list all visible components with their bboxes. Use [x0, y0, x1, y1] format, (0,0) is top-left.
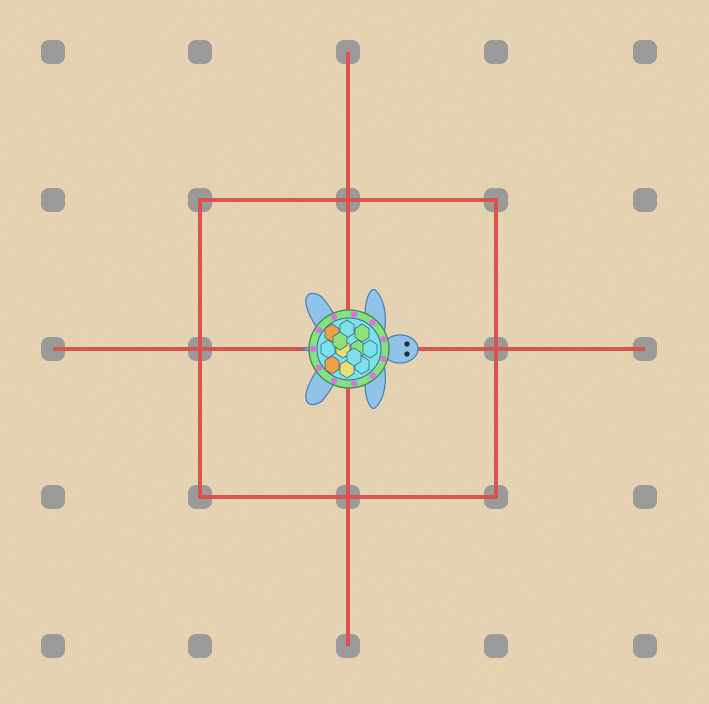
- shell-plate: [332, 331, 348, 351]
- shell-rim-spot: [360, 377, 368, 385]
- grid-dot: [41, 634, 65, 658]
- grid-dot: [633, 188, 657, 212]
- shell-rim-spot: [340, 311, 348, 318]
- shell-rim-spot: [369, 319, 376, 326]
- grid-dot: [41, 188, 65, 212]
- grid-dot: [633, 485, 657, 509]
- turtle-shell-plates: [320, 319, 378, 379]
- shell-rim-spot: [381, 345, 389, 353]
- shell-rim-spot: [360, 313, 368, 321]
- shell-rim-spot: [380, 355, 387, 363]
- shell-plate: [354, 323, 370, 343]
- middle-square-line: [198, 198, 498, 499]
- grid-dot: [633, 40, 657, 64]
- grid-dot: [484, 40, 508, 64]
- shell-rim-spot: [315, 326, 322, 334]
- grid-dot: [41, 40, 65, 64]
- turtle-icon: [299, 288, 419, 410]
- shell-rim-spot: [350, 311, 358, 318]
- turtle-eye-bottom: [404, 351, 410, 357]
- shell-rim-spot: [330, 377, 338, 385]
- shell-plate: [320, 339, 336, 359]
- shell-rim-spot: [340, 380, 348, 387]
- shell-plate: [324, 355, 340, 375]
- shell-rim-spot: [376, 364, 383, 372]
- turtle-shell-rim-spots: [309, 311, 389, 387]
- shell-plate: [362, 339, 378, 359]
- shell-rim-spot: [369, 372, 376, 379]
- shell-rim-spot: [350, 380, 358, 387]
- shell-rim-spot: [309, 345, 317, 353]
- shell-rim-spot: [376, 326, 383, 334]
- shell-rim-spot: [311, 335, 318, 343]
- shell-rim-spot: [311, 355, 318, 363]
- shell-plate: [346, 347, 362, 367]
- shell-rim-spot: [315, 364, 322, 372]
- shell-rim-spot: [330, 313, 338, 321]
- shell-rim-spot: [322, 319, 329, 326]
- grid-dot: [188, 634, 212, 658]
- grid-dot: [633, 634, 657, 658]
- shell-rim-spot: [380, 335, 387, 343]
- shell-rim-spot: [322, 372, 329, 379]
- turtle-eye-top: [404, 341, 410, 347]
- grid-dot: [188, 40, 212, 64]
- grid-dot: [484, 634, 508, 658]
- grid-dot: [41, 485, 65, 509]
